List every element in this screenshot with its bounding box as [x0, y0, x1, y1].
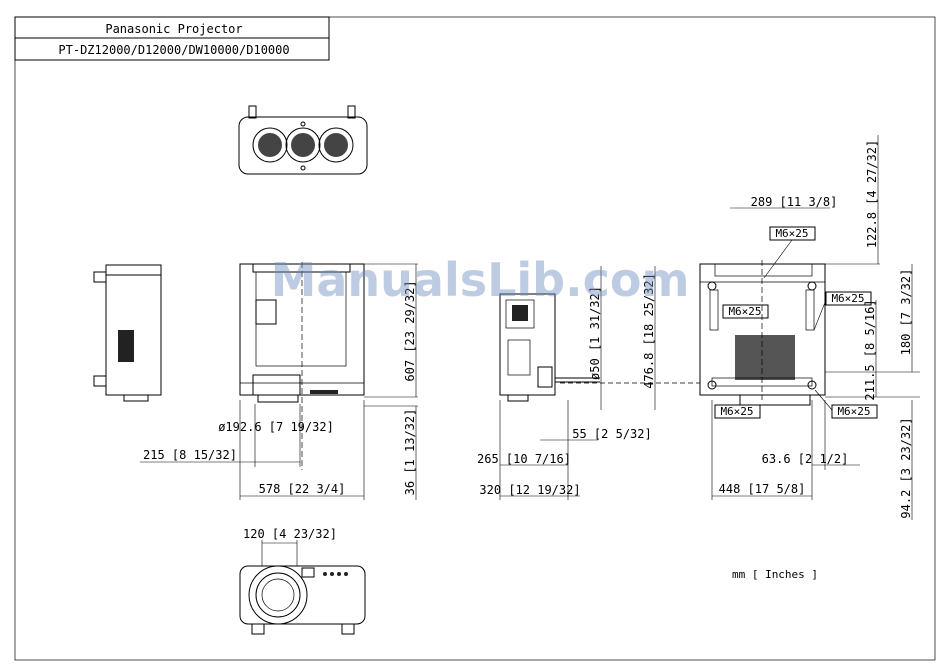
dim-side-port: ø50 [1 31/32] [588, 286, 602, 380]
dim-front-foot: 36 [1 13/32] [403, 409, 417, 496]
dim-front-width: 578 [22 3/4] [259, 482, 346, 496]
title-model: PT-DZ12000/D12000/DW10000/D10000 [58, 43, 289, 57]
rear-view [699, 260, 826, 406]
dim-side-depth-a: 265 [10 7/16] [477, 452, 571, 466]
left-side-view [93, 264, 162, 402]
dim-rear-foot: 63.6 [2 1/2] [762, 452, 849, 466]
front-dims: 607 [23 29/32] 36 [1 13/32] ø192.6 [7 19… [140, 263, 418, 500]
dim-rear-right-b: 211.5 [8 5/16] [863, 299, 877, 400]
dim-lens-diameter: ø192.6 [7 19/32] [218, 420, 334, 434]
title-brand: Panasonic Projector [105, 22, 242, 36]
screw-label: M6×25 [775, 227, 808, 240]
title-block: Panasonic Projector PT-DZ12000/D12000/DW… [14, 16, 330, 61]
middle-dims: 476.8 [18 25/32] ø50 [1 31/32] 55 [2 5/3… [477, 266, 656, 500]
bottom-view: 120 [4 23/32] [239, 527, 366, 635]
dim-lens-offset: 215 [8 15/32] [143, 448, 237, 462]
top-view [238, 105, 368, 175]
units-note: mm [ Inches ] [732, 568, 818, 581]
front-view [239, 262, 365, 470]
watermark-text: ManualsLib.com [271, 253, 690, 307]
dim-side-depth-b: 320 [12 19/32] [479, 483, 580, 497]
rear-dims: 289 [11 3/8] 122.8 [4 27/32] 180 [7 3/32… [711, 135, 920, 520]
dim-side-protrusion: 55 [2 5/32] [572, 427, 651, 441]
dim-rear-top-height: 122.8 [4 27/32] [865, 140, 879, 248]
middle-side-view [499, 293, 700, 402]
dim-rear-top-width: 289 [11 3/8] [751, 195, 838, 209]
dim-rear-right-a: 180 [7 3/32] [899, 269, 913, 356]
dim-lens-top-offset: 120 [4 23/32] [243, 527, 337, 541]
dim-side-height: 476.8 [18 25/32] [642, 273, 656, 389]
dim-rear-bottom: 94.2 [3 23/32] [899, 417, 913, 518]
screw-label: M6×25 [720, 405, 753, 418]
screw-label: M6×25 [728, 305, 761, 318]
dim-rear-width: 448 [17 5/8] [719, 482, 806, 496]
dim-front-height: 607 [23 29/32] [403, 280, 417, 381]
screw-label: M6×25 [831, 292, 864, 305]
sheet-border [14, 16, 936, 661]
screw-label: M6×25 [837, 405, 870, 418]
screw-labels: M6×25 M6×25 M6×25 M6×25 M6×25 [714, 226, 878, 419]
